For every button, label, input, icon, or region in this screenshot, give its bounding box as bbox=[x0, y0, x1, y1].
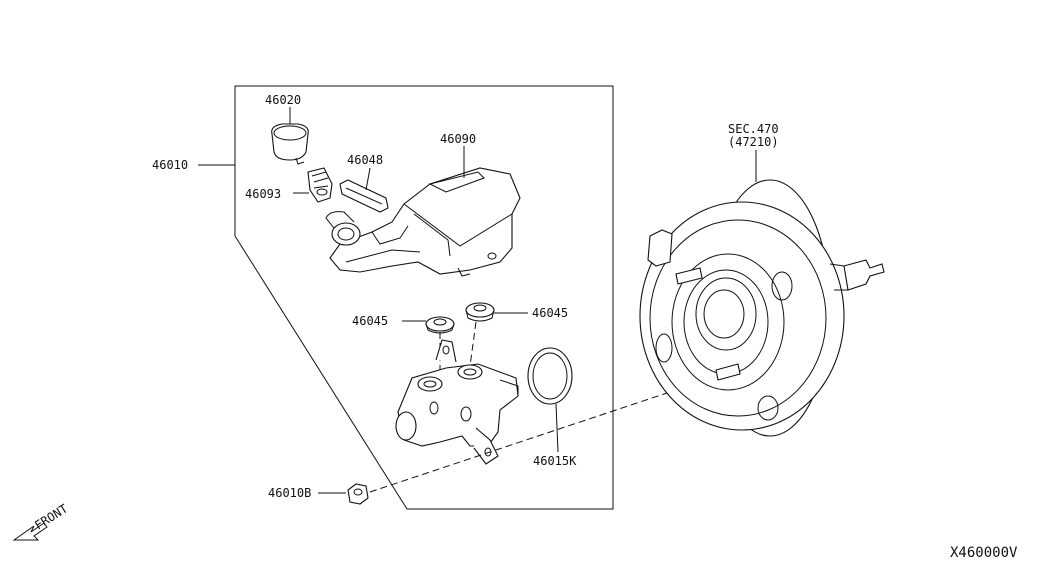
label-46020: 46020 bbox=[265, 93, 301, 107]
label-sec-470: SEC.470 bbox=[728, 122, 779, 136]
label-46048: 46048 bbox=[347, 153, 383, 167]
reservoir-grommet-part[interactable] bbox=[339, 179, 389, 213]
label-46045-right: 46045 bbox=[532, 306, 568, 320]
label-46015k: 46015K bbox=[533, 454, 577, 468]
reservoir-cap-part[interactable] bbox=[271, 123, 309, 165]
brake-booster-part[interactable] bbox=[639, 179, 885, 437]
label-front: FRONT bbox=[32, 502, 70, 533]
label-46045-left: 46045 bbox=[352, 314, 388, 328]
o-ring-part[interactable] bbox=[527, 347, 573, 405]
label-46090: 46090 bbox=[440, 132, 476, 146]
label-sec-47210: (47210) bbox=[728, 135, 779, 149]
level-sensor-part[interactable] bbox=[307, 167, 333, 203]
reservoir-seal-right-part[interactable] bbox=[465, 302, 495, 322]
master-cylinder-part[interactable] bbox=[395, 339, 519, 465]
label-46010b: 46010B bbox=[268, 486, 311, 500]
diagram-code: X460000V bbox=[950, 545, 1018, 561]
reservoir-seal-left-part[interactable] bbox=[425, 316, 455, 334]
reservoir-tank-part[interactable] bbox=[325, 167, 521, 277]
assembly-frame bbox=[234, 85, 614, 510]
label-46093: 46093 bbox=[245, 187, 281, 201]
front-direction-arrow-icon bbox=[12, 522, 48, 541]
label-46010: 46010 bbox=[152, 158, 188, 172]
mounting-nut-part[interactable] bbox=[347, 483, 369, 505]
